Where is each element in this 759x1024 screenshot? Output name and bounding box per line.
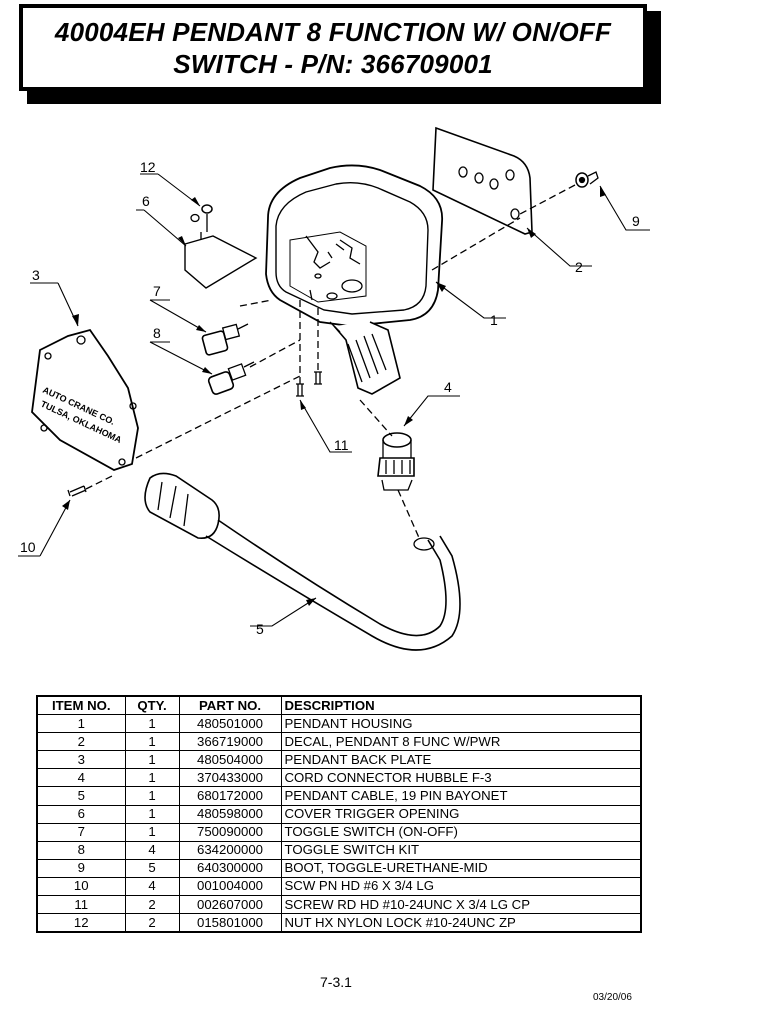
cell-part-no: 480501000 — [178, 714, 282, 734]
cell-qty: 2 — [124, 913, 180, 933]
header-item-no: ITEM NO. — [36, 695, 126, 716]
revision-date: 03/20/06 — [593, 992, 632, 1003]
cell-qty: 1 — [124, 822, 180, 842]
cell-item-no: 11 — [36, 895, 126, 915]
exploded-parts-diagram: AUTO CRANE CO. TULSA, OKLAHOMA — [0, 110, 759, 690]
cell-description: CORD CONNECTOR HUBBLE F-3 — [280, 768, 642, 788]
cell-qty: 1 — [124, 768, 180, 788]
toggle-switch-on-off — [201, 323, 249, 356]
cell-qty: 1 — [124, 732, 180, 752]
pendant-housing — [265, 164, 443, 395]
callout-3: 3 — [32, 267, 40, 283]
cell-part-no: 370433000 — [178, 768, 282, 788]
callout-8: 8 — [153, 325, 161, 341]
callout-4: 4 — [444, 379, 452, 395]
cell-qty: 1 — [124, 750, 180, 770]
back-plate: AUTO CRANE CO. TULSA, OKLAHOMA — [31, 328, 139, 471]
cell-item-no: 1 — [36, 714, 126, 734]
cell-item-no: 12 — [36, 913, 126, 933]
cell-qty: 1 — [124, 804, 180, 824]
title-line-1: 40004EH PENDANT 8 FUNCTION W/ ON/OFF — [54, 16, 612, 47]
cell-item-no: 4 — [36, 768, 126, 788]
title-line-2: SWITCH - P/N: 366709001 — [173, 48, 493, 79]
title-box: 40004EH PENDANT 8 FUNCTION W/ ON/OFF SWI… — [19, 4, 647, 91]
cell-item-no: 5 — [36, 786, 126, 806]
cell-part-no: 750090000 — [178, 822, 282, 842]
cell-qty: 4 — [124, 876, 180, 897]
cell-qty: 1 — [124, 786, 180, 806]
callout-5: 5 — [256, 621, 264, 637]
cell-description: SCW PN HD #6 X 3/4 LG — [280, 876, 642, 897]
cell-part-no: 480504000 — [178, 750, 282, 770]
cell-description: TOGGLE SWITCH KIT — [280, 840, 642, 860]
screws — [296, 371, 322, 397]
cell-part-no: 680172000 — [178, 786, 282, 806]
back-plate-screw — [67, 475, 113, 497]
cell-description: NUT HX NYLON LOCK #10-24UNC ZP — [280, 913, 642, 933]
callout-7: 7 — [153, 283, 161, 299]
cell-description: PENDANT BACK PLATE — [280, 750, 642, 770]
cell-item-no: 8 — [36, 840, 126, 860]
cord-connector — [377, 432, 415, 491]
decal-plate — [432, 126, 533, 235]
header-part-no: PART NO. — [178, 695, 282, 716]
cell-item-no: 10 — [36, 876, 126, 897]
cell-item-no: 3 — [36, 750, 126, 770]
cell-item-no: 9 — [36, 858, 126, 878]
nut-and-cover — [184, 204, 258, 289]
cell-item-no: 7 — [36, 822, 126, 842]
cell-part-no: 640300000 — [178, 858, 282, 878]
toggle-switch-kit — [207, 361, 255, 395]
callout-1: 1 — [490, 312, 498, 328]
table-header-row: ITEM NO. QTY. PART NO. DESCRIPTION — [36, 695, 642, 716]
cell-part-no: 001004000 — [178, 876, 282, 897]
cell-part-no: 634200000 — [178, 840, 282, 860]
cell-part-no: 015801000 — [178, 913, 282, 933]
cell-description: COVER TRIGGER OPENING — [280, 804, 642, 824]
callout-2: 2 — [575, 259, 583, 275]
callout-6: 6 — [142, 193, 150, 209]
cell-qty: 2 — [124, 895, 180, 915]
cell-part-no: 002607000 — [178, 895, 282, 915]
cell-description: TOGGLE SWITCH (ON-OFF) — [280, 822, 642, 842]
page-number: 7-3.1 — [320, 974, 352, 990]
cell-description: DECAL, PENDANT 8 FUNC W/PWR — [280, 732, 642, 752]
cell-description: PENDANT CABLE, 19 PIN BAYONET — [280, 786, 642, 806]
pendant-cable — [144, 472, 461, 651]
cell-qty: 1 — [124, 714, 180, 734]
callout-9: 9 — [632, 213, 640, 229]
callout-10: 10 — [20, 539, 36, 555]
header-qty: QTY. — [124, 695, 180, 716]
callout-11: 11 — [334, 437, 349, 453]
cell-description: SCREW RD HD #10-24UNC X 3/4 LG CP — [280, 895, 642, 915]
toggle-boot — [575, 171, 599, 188]
cell-part-no: 480598000 — [178, 804, 282, 824]
cell-description: PENDANT HOUSING — [280, 714, 642, 734]
cell-description: BOOT, TOGGLE-URETHANE-MID — [280, 858, 642, 878]
cell-item-no: 6 — [36, 804, 126, 824]
cell-qty: 4 — [124, 840, 180, 860]
header-description: DESCRIPTION — [280, 695, 642, 716]
callout-12: 12 — [140, 159, 156, 175]
cell-item-no: 2 — [36, 732, 126, 752]
cell-qty: 5 — [124, 858, 180, 878]
cell-part-no: 366719000 — [178, 732, 282, 752]
